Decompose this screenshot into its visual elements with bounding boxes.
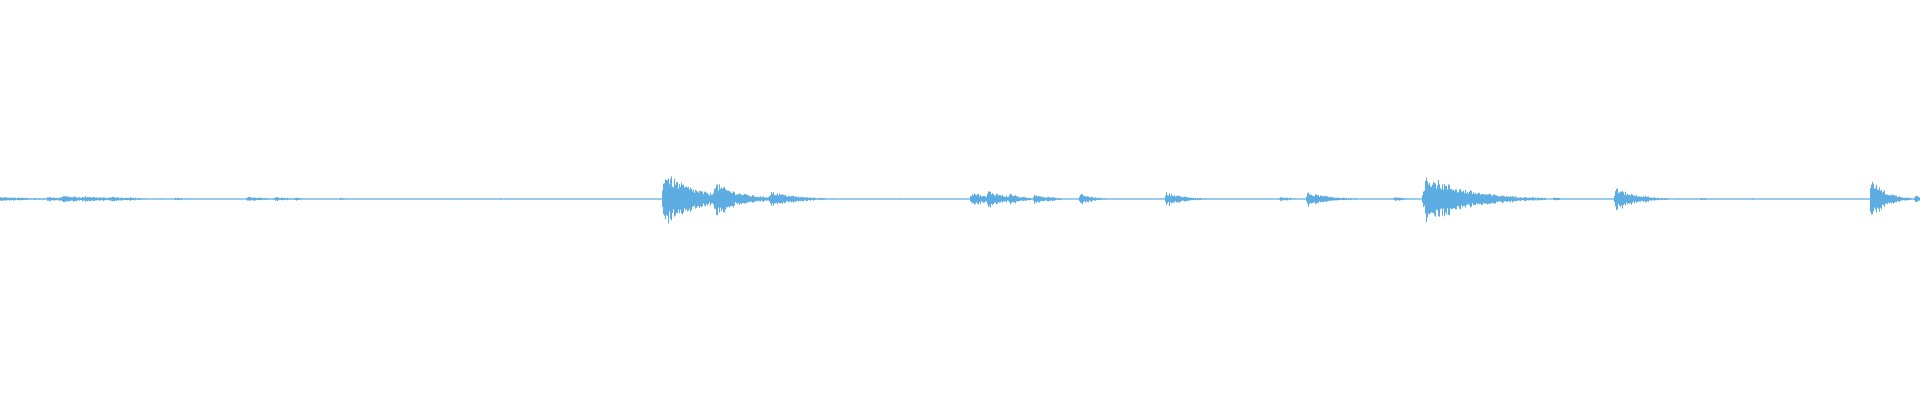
waveform-path <box>0 176 1920 224</box>
